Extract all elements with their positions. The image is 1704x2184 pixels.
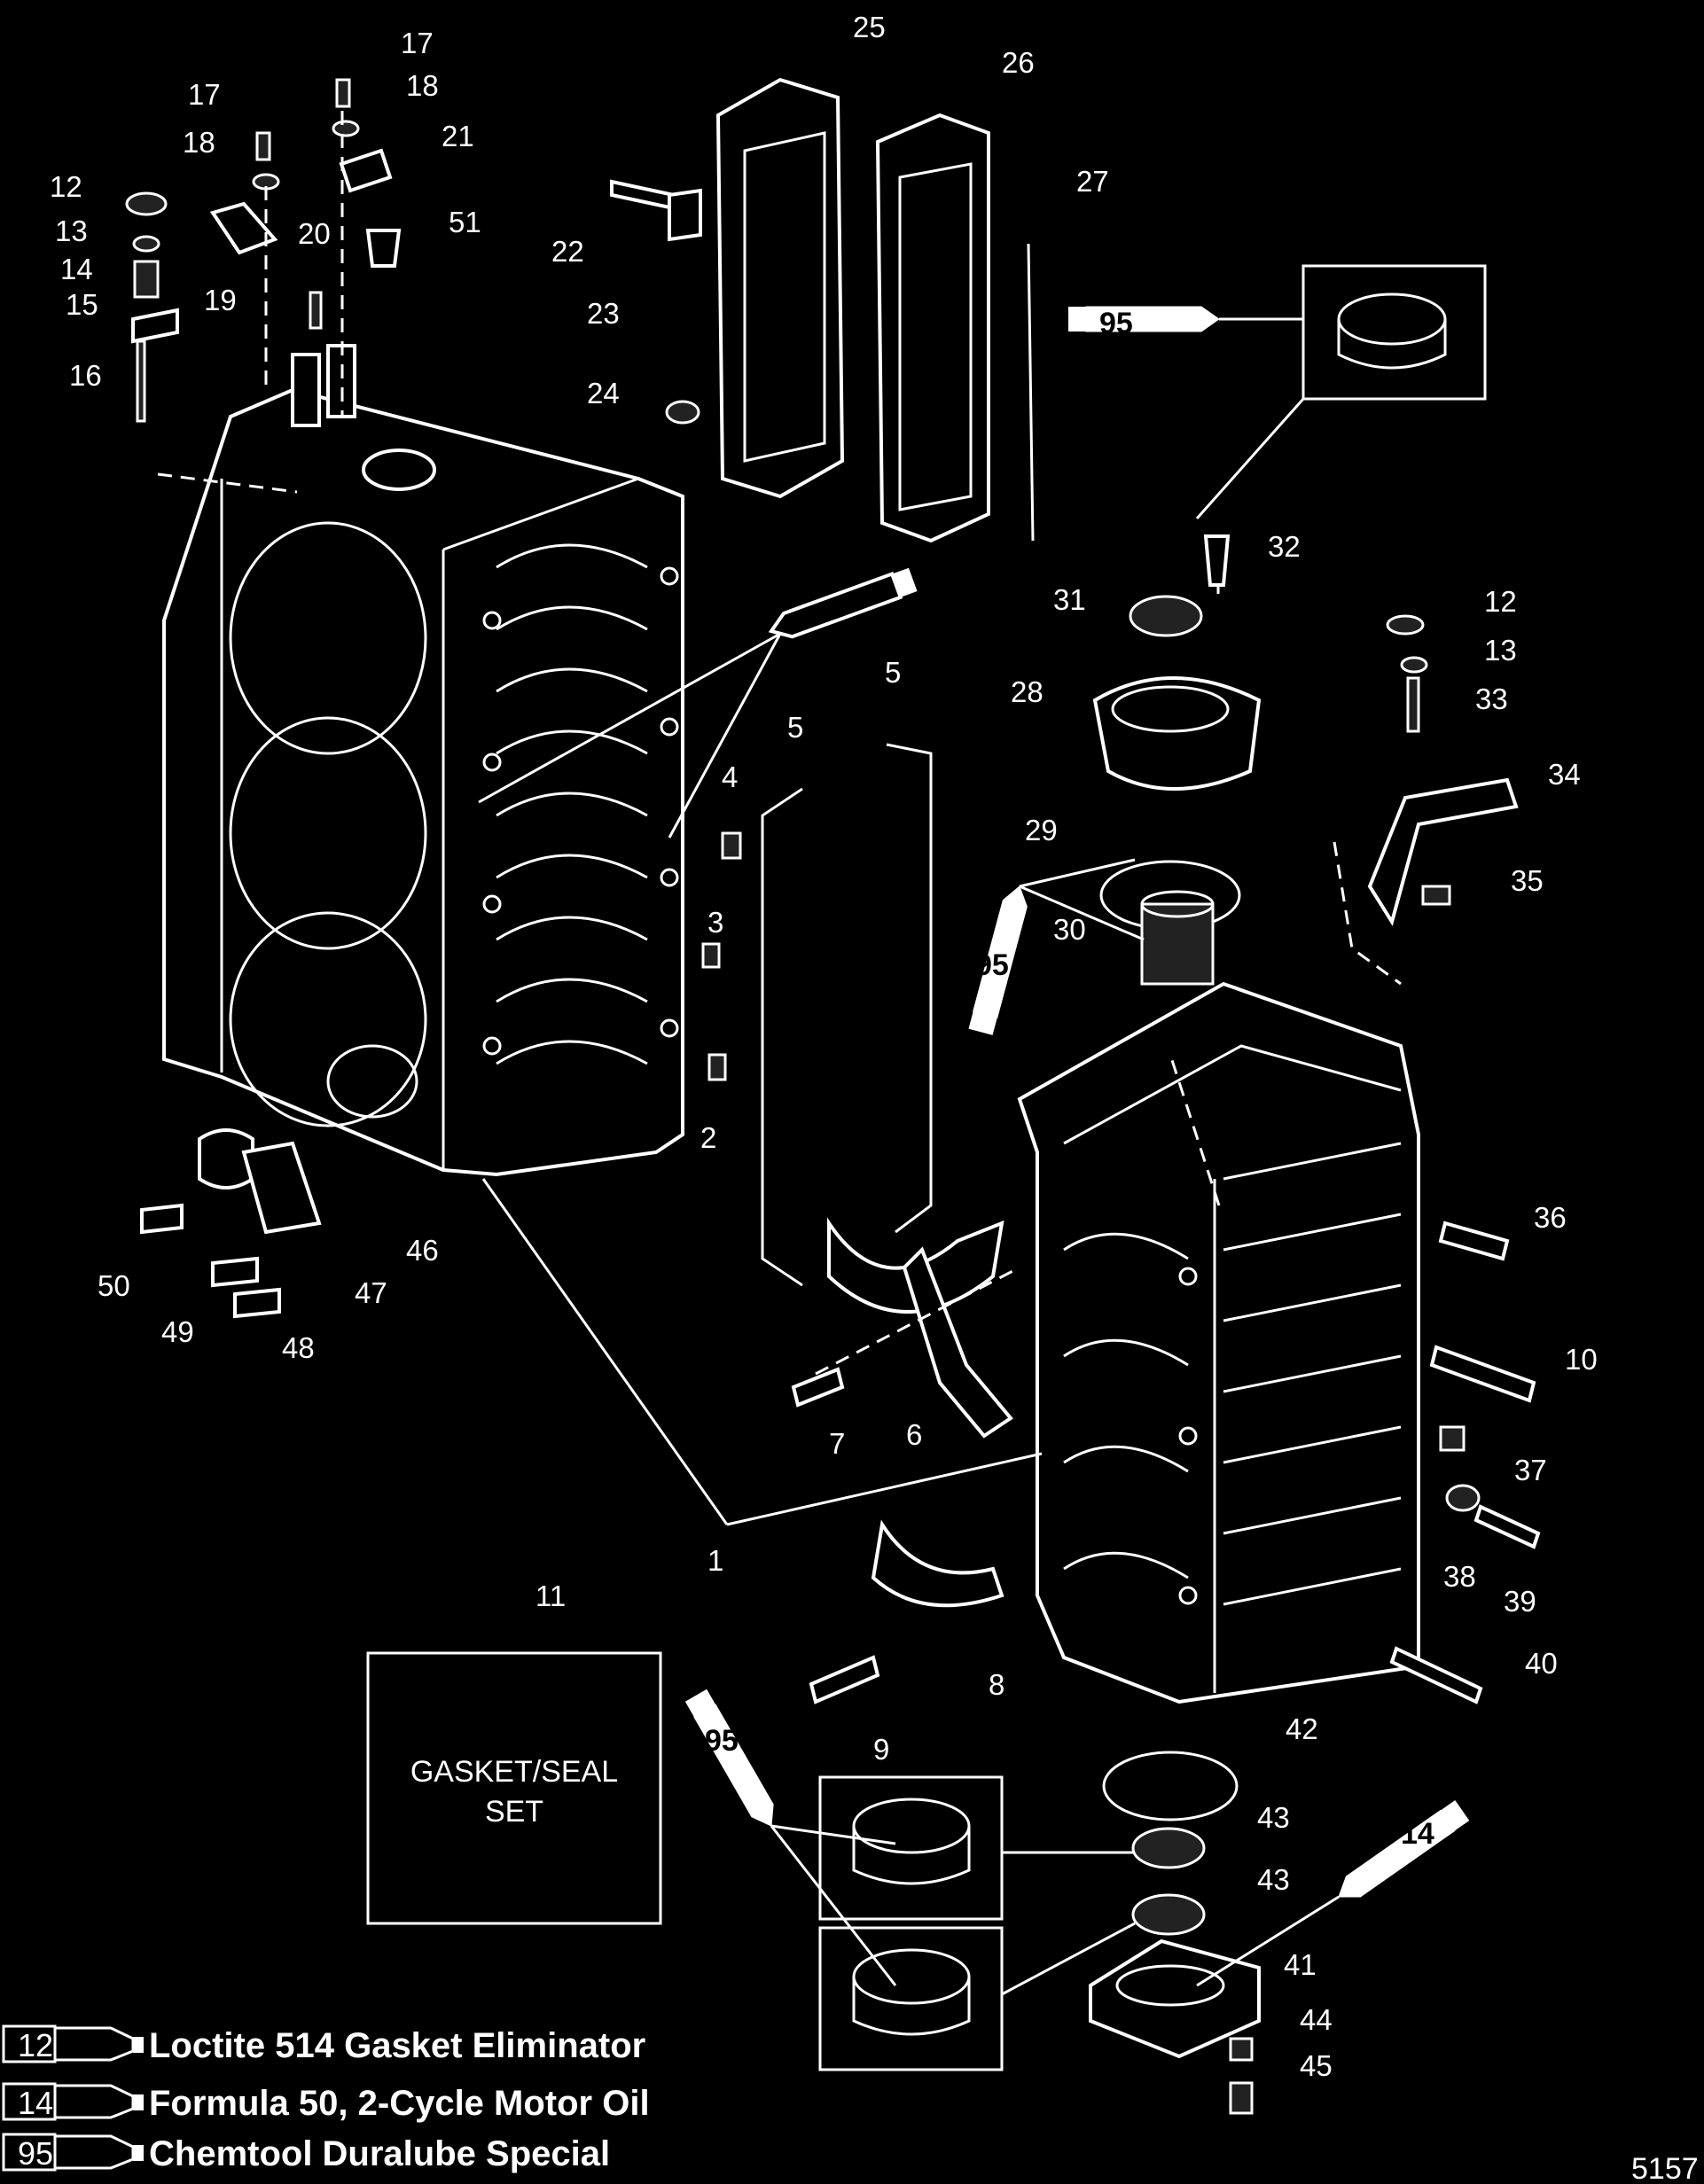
- callout-31: 31: [1053, 583, 1086, 616]
- callout-17a: 17: [401, 27, 434, 59]
- callout-2: 2: [700, 1121, 716, 1154]
- callout-15: 15: [66, 288, 98, 321]
- tube-code-95-mid: 95: [975, 948, 1009, 982]
- legend: 12 Loctite 514 Gasket Eliminator 14 Form…: [2, 2024, 650, 2173]
- callout-32: 32: [1268, 530, 1301, 563]
- callout-8: 8: [989, 1668, 1004, 1701]
- callout-16: 16: [69, 359, 102, 392]
- callout-27: 27: [1076, 165, 1109, 198]
- callout-51: 51: [449, 206, 481, 238]
- callout-23: 23: [587, 297, 620, 330]
- callout-5b: 5: [885, 656, 901, 689]
- tube-code-95-low: 95: [705, 1724, 739, 1758]
- callout-48: 48: [282, 1331, 315, 1364]
- callout-12a: 12: [50, 170, 82, 203]
- legend-row-95: 95 Chemtool Duralube Special: [2, 2133, 610, 2173]
- callout-45: 45: [1300, 2049, 1333, 2082]
- callout-7: 7: [829, 1427, 845, 1460]
- callout-20: 20: [298, 217, 331, 250]
- callout-43a: 43: [1257, 1801, 1290, 1834]
- callout-numbers: 1 2 3 4 5 5 6 7 8 9 10 11 12 12 13 13 14…: [50, 11, 1598, 2082]
- callout-11: 11: [535, 1580, 566, 1612]
- sealant-tube-95-low: [684, 1689, 774, 1827]
- legend-code-12: 12: [18, 2027, 53, 2063]
- callout-13a: 13: [55, 214, 88, 247]
- callout-35: 35: [1511, 864, 1544, 897]
- kit-label-line1: GASKET/SEAL: [410, 1755, 618, 1789]
- callout-41: 41: [1284, 1948, 1317, 1981]
- transfer-cover: [715, 77, 1035, 543]
- callout-29: 29: [1025, 814, 1058, 846]
- callout-3: 3: [707, 906, 723, 939]
- callout-39: 39: [1504, 1585, 1536, 1618]
- callout-49: 49: [161, 1315, 194, 1348]
- sealant-tube-14: [1338, 1800, 1470, 1898]
- callout-1: 1: [707, 1544, 723, 1577]
- legend-text-14: Formula 50, 2-Cycle Motor Oil: [149, 2084, 650, 2123]
- upper-bearing-stack: [1092, 541, 1262, 986]
- callout-47: 47: [355, 1276, 387, 1309]
- cylinder-block-left: [162, 344, 684, 1177]
- callout-4: 4: [722, 760, 738, 793]
- legend-text-95: Chemtool Duralube Special: [149, 2134, 610, 2173]
- small-hardware: [125, 78, 1541, 1704]
- callout-10: 10: [1565, 1343, 1598, 1376]
- tube-code-95-top: 95: [1099, 307, 1133, 340]
- callout-36: 36: [1534, 1201, 1567, 1234]
- kit-label-line2: SET: [485, 1795, 543, 1829]
- callout-22: 22: [551, 235, 584, 268]
- callout-43b: 43: [1257, 1863, 1290, 1896]
- crankcase-right: [1017, 981, 1420, 1704]
- callout-19: 19: [204, 284, 237, 316]
- callout-38: 38: [1443, 1560, 1476, 1593]
- callout-18a: 18: [406, 69, 439, 102]
- callout-5a: 5: [787, 711, 803, 744]
- legend-code-95: 95: [18, 2135, 53, 2172]
- legend-text-12: Loctite 514 Gasket Eliminator: [149, 2026, 645, 2065]
- callout-37: 37: [1514, 1454, 1547, 1486]
- callout-18b: 18: [183, 126, 215, 159]
- callout-30: 30: [1053, 913, 1086, 946]
- callout-50: 50: [98, 1269, 130, 1302]
- callout-44: 44: [1300, 2003, 1333, 2036]
- callout-14: 14: [60, 253, 93, 285]
- callout-21: 21: [442, 120, 474, 152]
- legend-row-14: 14 Formula 50, 2-Cycle Motor Oil: [2, 2082, 650, 2123]
- callout-12b: 12: [1484, 585, 1517, 618]
- gasket-seal-kit-box: GASKET/SEAL SET: [366, 1651, 662, 1925]
- callout-42: 42: [1286, 1712, 1318, 1745]
- leader-lines: [157, 111, 1340, 1987]
- callout-13b: 13: [1484, 634, 1517, 667]
- callout-40: 40: [1525, 1647, 1558, 1680]
- sealant-tube-95-mid: [968, 885, 1028, 1035]
- lower-bearing-stack: [1089, 1751, 1261, 2115]
- callout-34: 34: [1548, 758, 1581, 791]
- bypass-hoses: [761, 743, 933, 1287]
- callout-17b: 17: [188, 78, 221, 111]
- legend-code-14: 14: [18, 2085, 53, 2121]
- callout-46: 46: [406, 1234, 439, 1267]
- sealant-tube-12: 12: [768, 567, 918, 639]
- callout-25: 25: [853, 11, 886, 43]
- callout-28: 28: [1011, 675, 1044, 708]
- seal-detail-boxes: [818, 264, 1487, 2071]
- lever-bracket: [1333, 777, 1519, 986]
- figure-number: 5157: [1631, 2152, 1699, 2184]
- callout-9: 9: [873, 1733, 889, 1766]
- callout-33: 33: [1475, 682, 1508, 715]
- callout-6: 6: [906, 1418, 922, 1451]
- legend-row-12: 12 Loctite 514 Gasket Eliminator: [2, 2024, 645, 2065]
- tube-code-14: 14: [1401, 1817, 1434, 1851]
- callout-26: 26: [1002, 46, 1035, 79]
- sealant-tube-95-top: [1068, 306, 1220, 332]
- bearing-caps: [815, 1217, 1020, 1608]
- callout-24: 24: [587, 377, 620, 410]
